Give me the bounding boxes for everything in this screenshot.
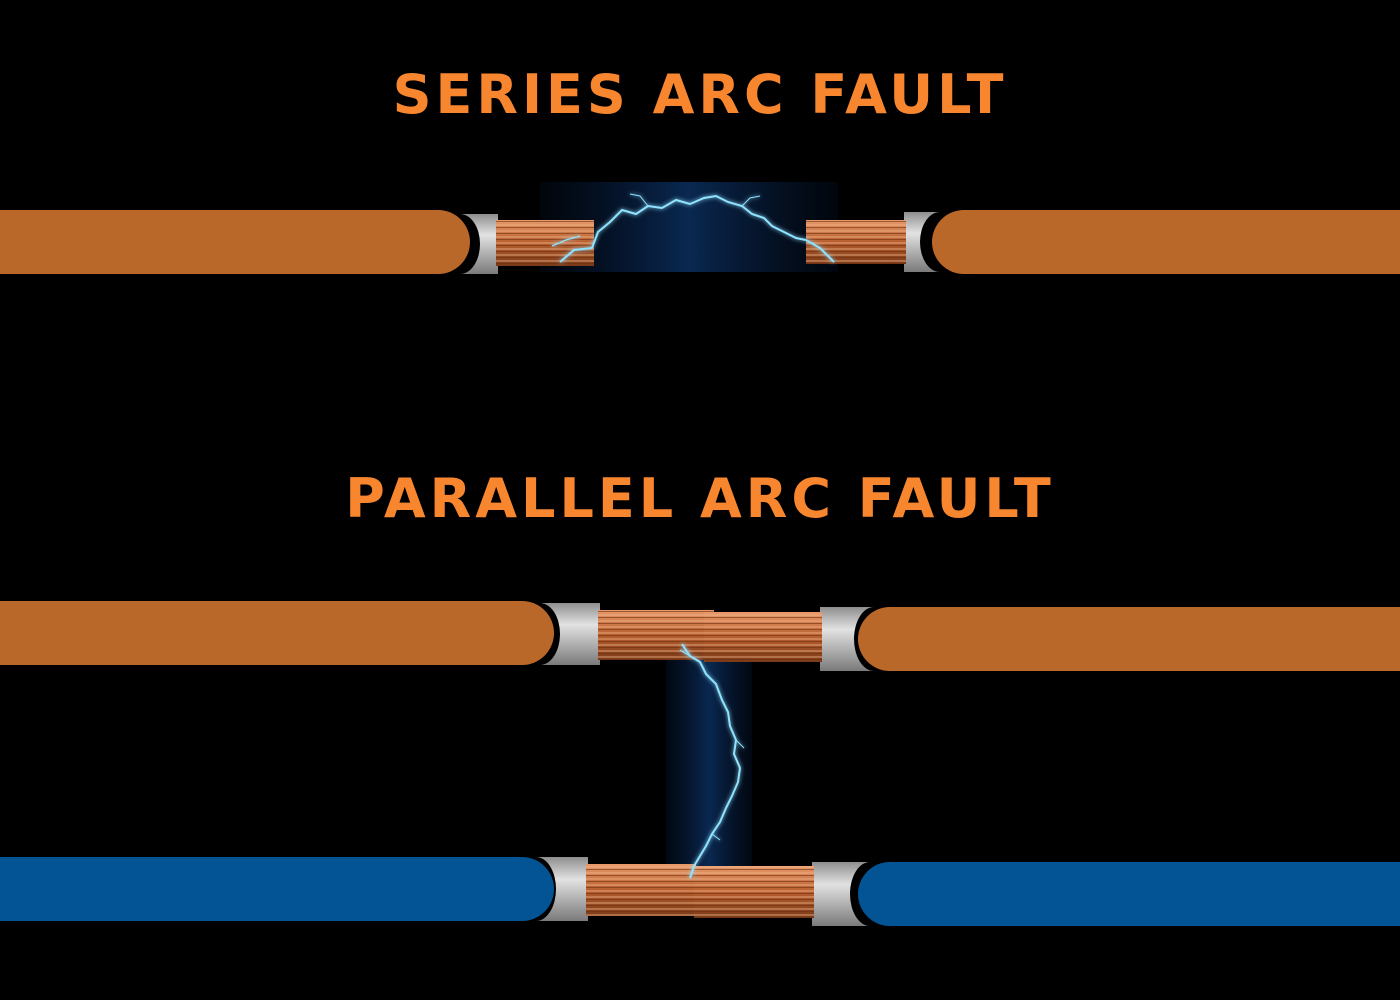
series-right-wire [806, 210, 1400, 274]
series-electric-arc [551, 193, 835, 263]
series-wire-assembly [0, 182, 1400, 274]
parallel-top-right-sheath [820, 607, 874, 671]
parallel-top-left-wire [0, 601, 714, 665]
parallel-top-left-copper [598, 610, 714, 660]
parallel-top-left-sheath [540, 603, 600, 665]
series-left-copper-strands [496, 220, 594, 266]
series-left-insulation [0, 210, 470, 274]
parallel-wire-assembly [0, 601, 1400, 926]
series-left-sheath [460, 214, 498, 274]
parallel-bottom-right-wire [694, 862, 1400, 926]
series-right-insulation [932, 210, 1400, 274]
parallel-arc-glow [666, 636, 752, 882]
parallel-top-right-insulation [858, 607, 1400, 671]
parallel-arc-fault-title: PARALLEL ARC FAULT [345, 467, 1055, 530]
parallel-top-left-insulation [0, 601, 554, 665]
series-right-sheath [904, 212, 940, 272]
series-arc-fault-title: SERIES ARC FAULT [392, 63, 1008, 126]
parallel-bottom-right-sheath [812, 862, 870, 926]
series-left-wire [0, 210, 594, 274]
parallel-bottom-left-copper [586, 864, 696, 916]
parallel-bottom-left-wire [0, 857, 696, 921]
parallel-bottom-left-insulation [0, 857, 554, 921]
parallel-top-right-copper [704, 612, 822, 662]
parallel-bottom-right-copper [694, 866, 814, 918]
parallel-top-right-wire [704, 607, 1400, 671]
parallel-bottom-right-insulation [858, 862, 1400, 926]
parallel-electric-arc [679, 643, 745, 879]
parallel-bottom-left-sheath [536, 857, 588, 921]
series-right-copper-strands [806, 220, 906, 264]
